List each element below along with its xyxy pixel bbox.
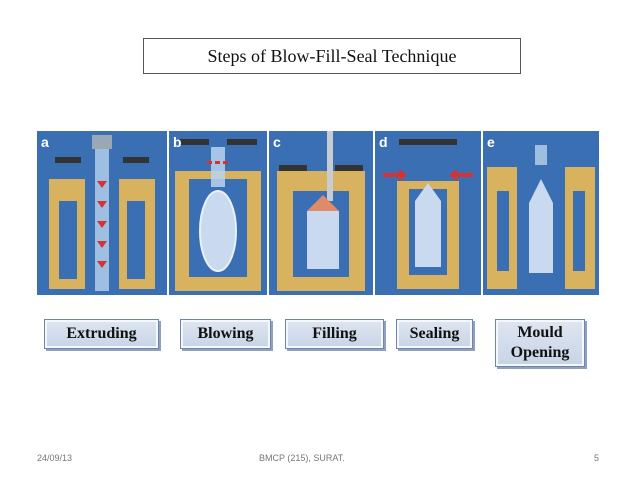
panel-extruding: a xyxy=(37,131,167,295)
panel-sealing: d xyxy=(375,131,481,295)
footer-date: 24/09/13 xyxy=(37,453,73,463)
filling-diagram-icon xyxy=(277,131,365,291)
extruding-diagram-icon xyxy=(49,135,155,291)
label-filling: Filling xyxy=(285,319,384,349)
label-mould-line2: Opening xyxy=(510,344,570,361)
panel-letter: d xyxy=(379,134,388,150)
slide-title: Steps of Blow-Fill-Seal Technique xyxy=(143,38,521,74)
panel-letter: c xyxy=(273,134,281,150)
panel-mould-opening: e xyxy=(483,131,599,295)
panel-letter: a xyxy=(41,134,49,150)
blowing-diagram-icon xyxy=(175,139,261,291)
label-blowing: Blowing xyxy=(180,319,271,349)
label-sealing: Sealing xyxy=(396,319,473,349)
label-extruding: Extruding xyxy=(44,319,159,349)
mould-opening-diagram-icon xyxy=(487,145,595,289)
panel-letter: e xyxy=(487,134,495,150)
page-number: 5 xyxy=(594,453,600,463)
sealing-diagram-icon xyxy=(383,139,473,289)
panel-filling: c xyxy=(269,131,373,295)
label-mould-opening: Mould Opening xyxy=(495,319,585,367)
panel-blowing: b xyxy=(169,131,267,295)
label-mould-line1: Mould xyxy=(517,324,563,341)
footer-center-text: BMCP (215), SURAT. xyxy=(259,453,345,463)
panel-letter: b xyxy=(173,134,182,150)
process-illustration: a b c xyxy=(37,131,599,295)
